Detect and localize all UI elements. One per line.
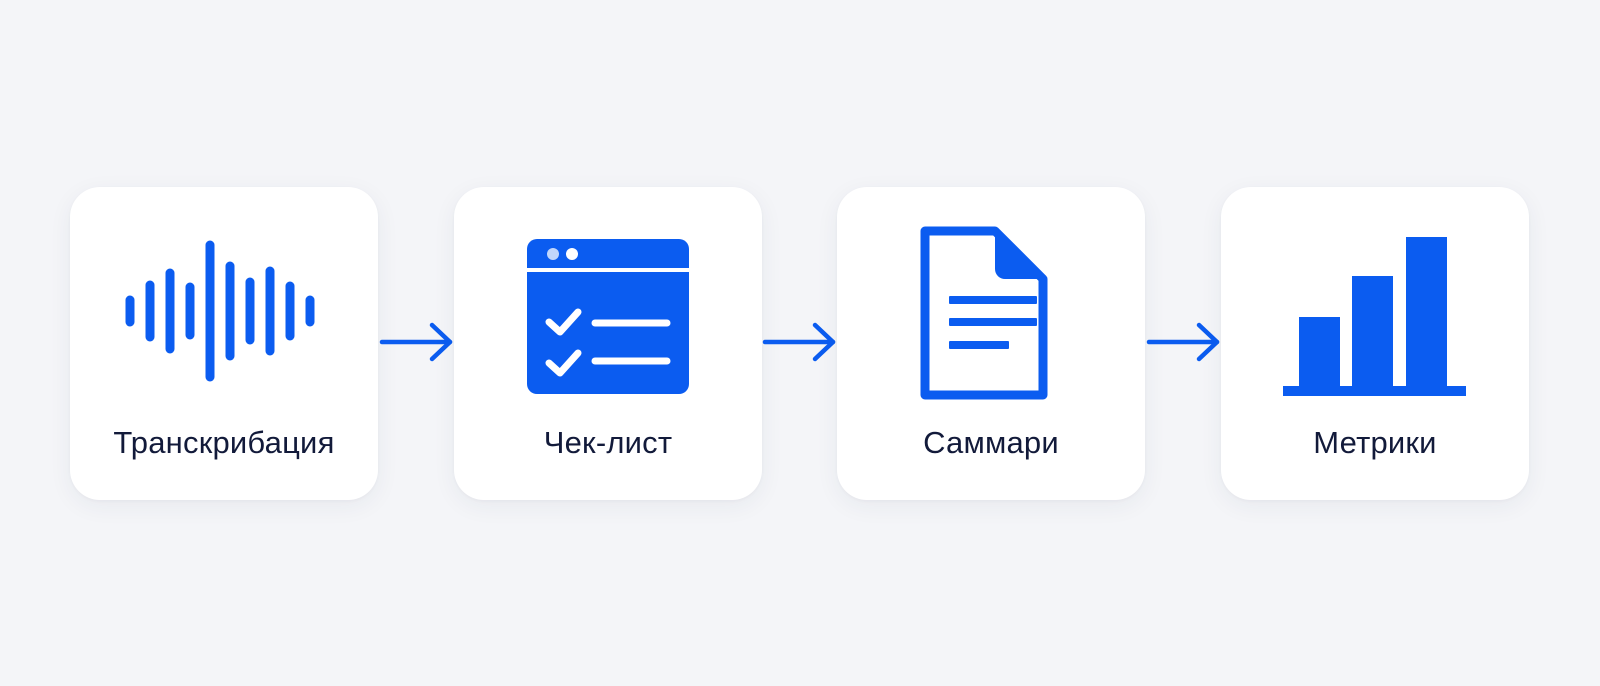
step-label: Саммари — [923, 425, 1059, 460]
step-card-checklist: Чек-лист — [454, 187, 762, 500]
step-label: Транскрибация — [113, 425, 335, 460]
step-card-summary: Саммари — [837, 187, 1145, 500]
bar-chart-icon — [1221, 187, 1529, 417]
arrow-right-icon — [762, 322, 843, 362]
step-label: Чек-лист — [543, 425, 673, 460]
checklist-window-icon — [454, 187, 762, 417]
step-card-transcription: Транскрибация — [70, 187, 378, 500]
arrow-right-icon — [1146, 322, 1227, 362]
step-label: Метрики — [1313, 425, 1437, 460]
document-icon — [837, 187, 1145, 417]
sound-wave-icon — [70, 187, 378, 417]
step-card-metrics: Метрики — [1221, 187, 1529, 500]
arrow-right-icon — [379, 322, 460, 362]
